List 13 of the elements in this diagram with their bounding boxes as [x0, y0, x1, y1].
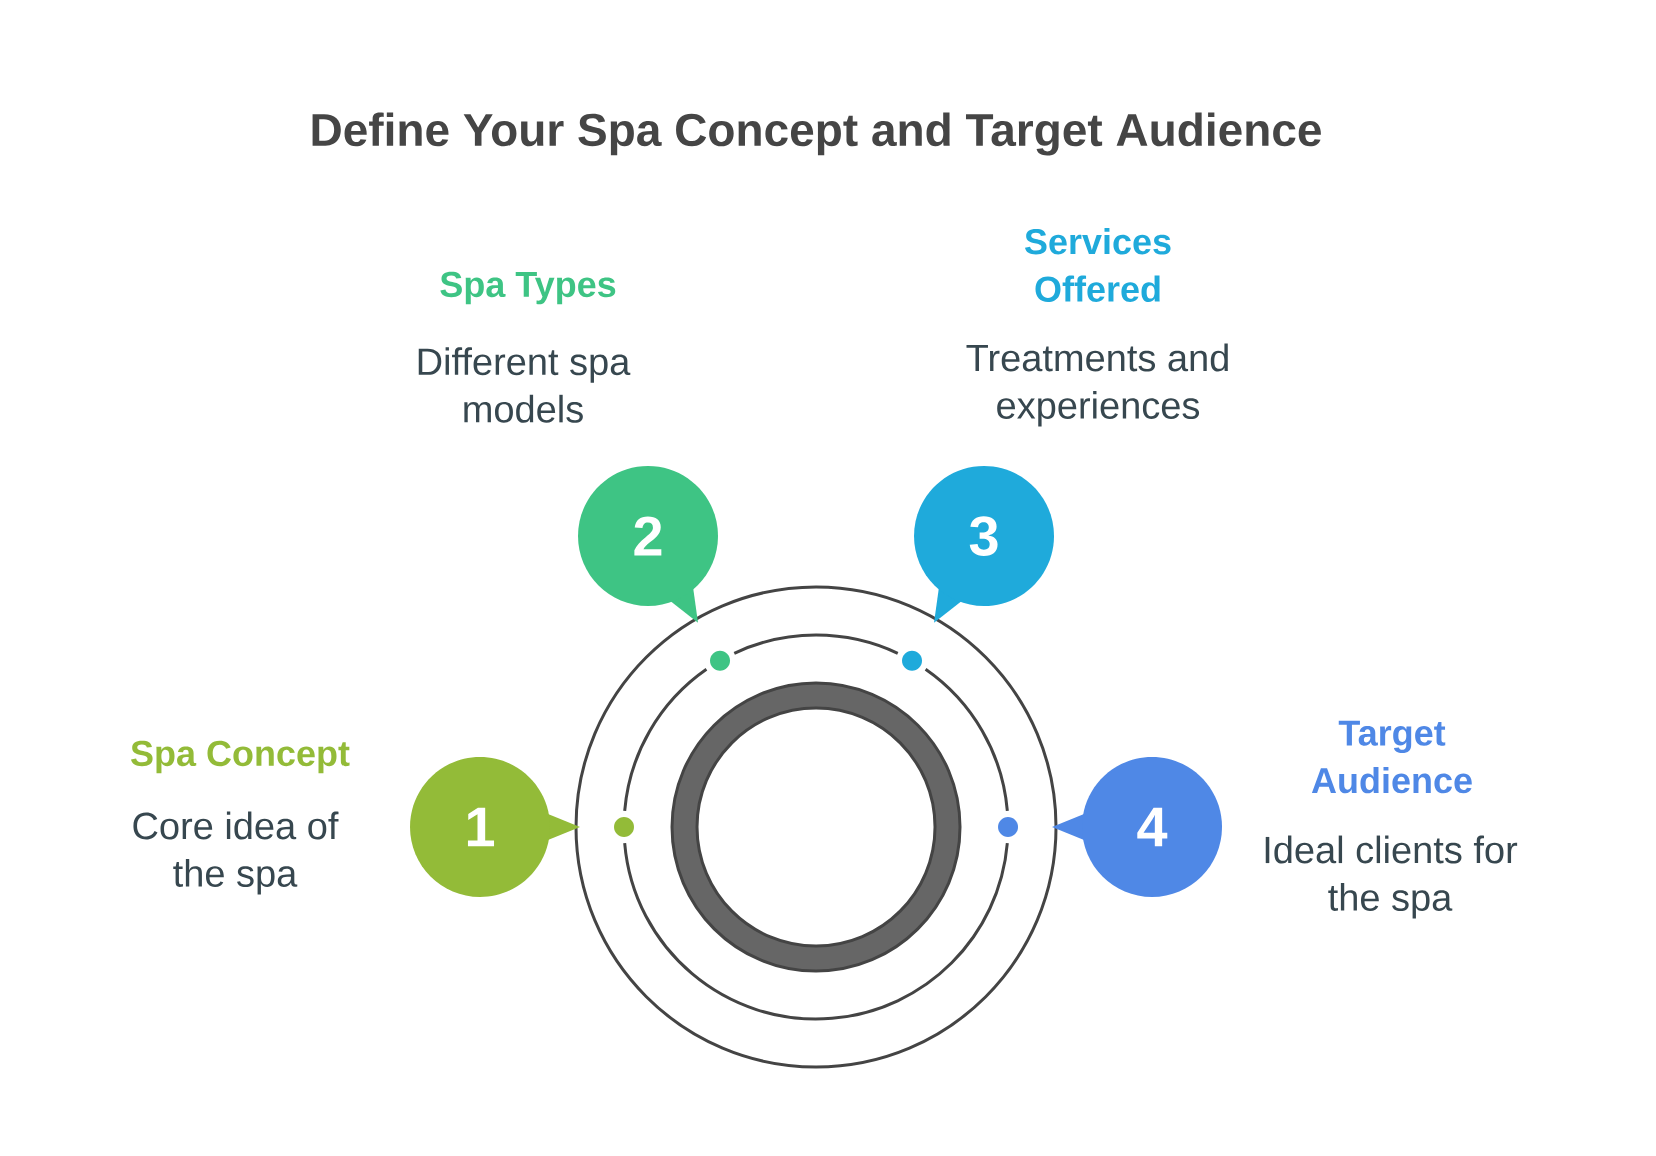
description: Core idea of the spa [133, 811, 339, 895]
speech-bubble: 1 [410, 757, 580, 897]
heading: Spa Types [440, 271, 616, 305]
description: Ideal clients for the spa [1265, 835, 1518, 919]
description: Different spa models [418, 347, 631, 423]
heading: Spa Concept [131, 740, 350, 774]
title: Define Your Spa Concept and Target Audience [312, 112, 1321, 156]
heading: Target Audience [1311, 720, 1472, 794]
speech-bubble: 4 [1052, 757, 1222, 897]
speech-bubble: 2 [578, 466, 718, 623]
speech-bubble: 3 [914, 466, 1054, 623]
description: Treatments and experiences [966, 343, 1228, 427]
heading: Services Offered [1025, 228, 1171, 302]
